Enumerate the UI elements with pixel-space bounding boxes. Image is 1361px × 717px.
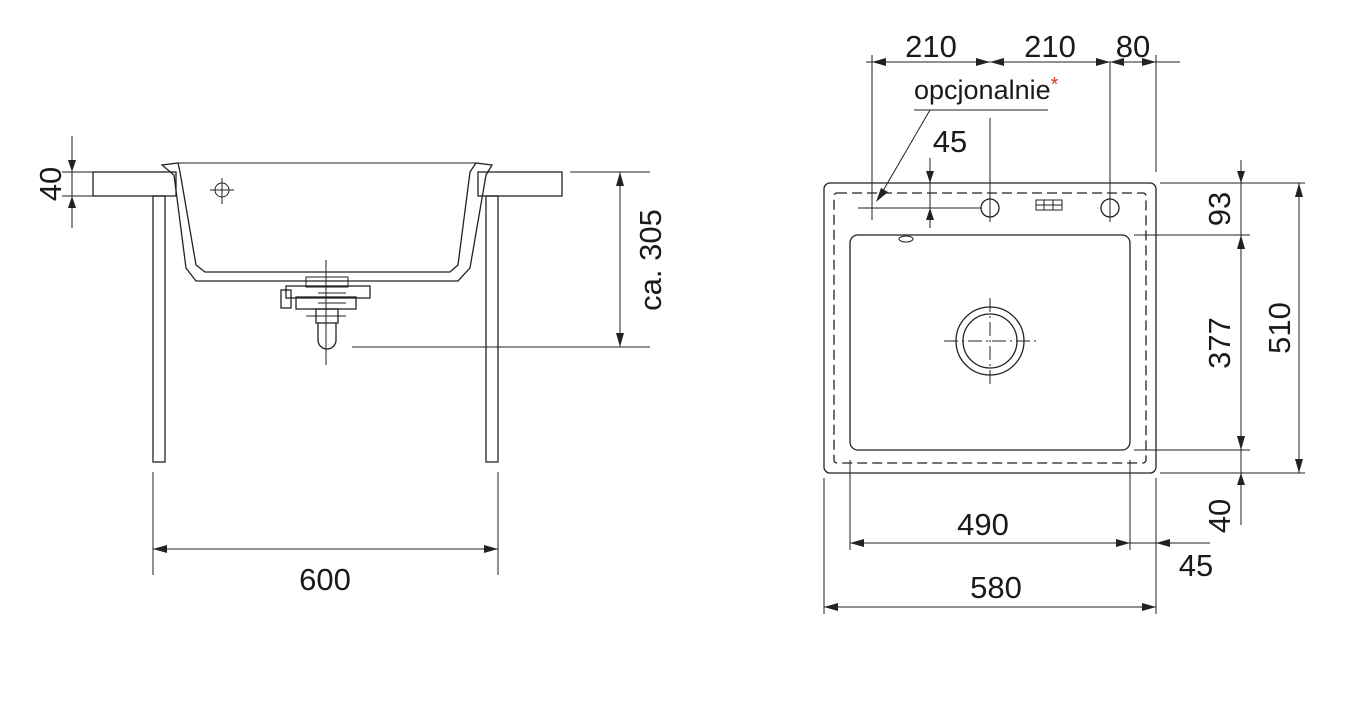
dim-hole-3-label: 80 — [1116, 29, 1150, 64]
sink-bowl-profile — [160, 162, 494, 282]
side-view: 40 ca. 305 600 — [33, 136, 668, 597]
dim-side-margin-label: 45 — [1179, 548, 1213, 583]
dim-rim-thickness-label: 40 — [33, 167, 68, 201]
bowl-outline — [849, 234, 1131, 451]
tap-hole-marker — [210, 178, 234, 204]
cabinet-wall-left — [152, 195, 166, 463]
overflow-slot — [898, 235, 914, 243]
dim-holes-top: 210 210 80 — [866, 29, 1180, 196]
dim-depth: ca. 305 — [352, 171, 668, 348]
dim-total-width-label: 580 — [970, 570, 1022, 605]
dim-horizontal-bottom: 490 45 580 — [823, 460, 1213, 614]
dim-top-margin-label: 93 — [1202, 192, 1237, 226]
dim-hole-2-label: 210 — [1024, 29, 1076, 64]
dim-hole-1-label: 210 — [905, 29, 957, 64]
dim-width: 600 — [152, 472, 499, 597]
top-view: 210 210 80 opcjonalnie* 45 — [823, 29, 1305, 614]
dim-rim-thickness: 40 — [33, 136, 93, 228]
optional-callout: opcjonalnie* — [876, 74, 1059, 202]
dim-width-label: 600 — [299, 562, 351, 597]
dim-total-depth-label: 510 — [1262, 302, 1297, 354]
countertop-right — [477, 171, 563, 197]
dim-hole-offset-label: 45 — [933, 124, 967, 159]
dim-bowl-depth-label: 377 — [1202, 317, 1237, 369]
drain-assembly — [280, 260, 371, 365]
tap-hole-center — [980, 118, 1000, 222]
optional-label: opcjonalnie* — [914, 74, 1059, 105]
optional-asterisk: * — [1051, 74, 1059, 96]
logo-plate — [1035, 199, 1063, 211]
dim-vertical-right: 93 377 40 510 — [1134, 160, 1305, 533]
dim-hole-offset: 45 — [924, 124, 967, 228]
dim-bowl-width-label: 490 — [957, 507, 1009, 542]
cabinet-wall-right — [485, 195, 499, 463]
drain-hole — [944, 298, 1036, 386]
dim-bottom-margin-label: 40 — [1202, 499, 1237, 533]
tap-hole-right — [1100, 62, 1120, 222]
dim-depth-label: ca. 305 — [633, 209, 668, 311]
countertop-left — [92, 171, 177, 197]
